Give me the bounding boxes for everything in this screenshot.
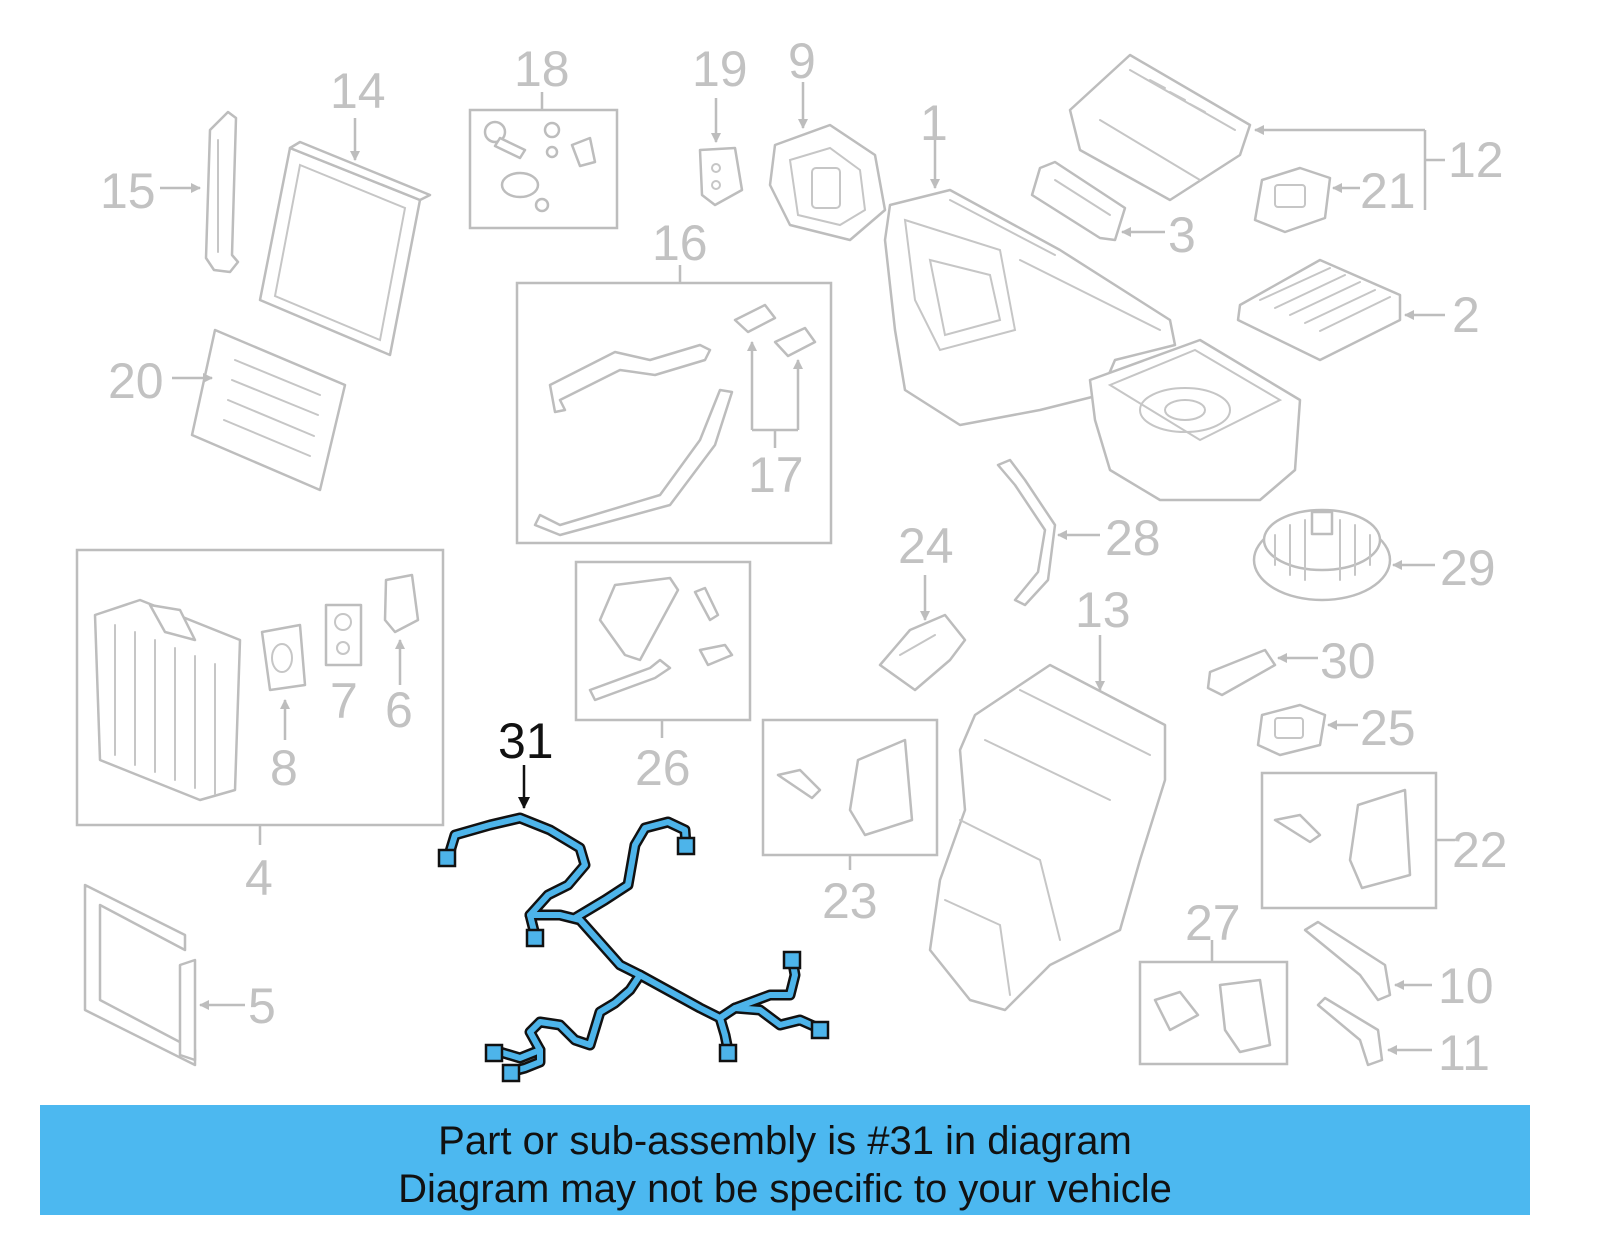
label-19: 19 [692,41,748,97]
label-8: 8 [270,740,298,796]
label-20: 20 [108,353,164,409]
harness-connector [437,848,457,868]
part-29-blower-motor[interactable] [1252,508,1392,602]
harness-right [732,955,798,1011]
label-13: 13 [1075,582,1131,638]
label-5: 5 [248,978,276,1034]
label-27: 27 [1185,895,1241,951]
part-13-lower-housing[interactable] [928,663,1167,1012]
part-28-pipe[interactable] [996,458,1057,607]
harness-trunk [445,815,588,938]
harness-connector [525,928,545,948]
banner-line-disclaimer: Diagram may not be specific to your vehi… [398,1167,1172,1211]
label-31: 31 [498,713,554,769]
label-6: 6 [385,682,413,738]
part-20-heater-element[interactable] [190,328,347,492]
part-25-motor[interactable] [1256,703,1327,757]
part-7-plate[interactable] [324,603,363,667]
label-30: 30 [1320,633,1376,689]
label-18: 18 [514,41,570,97]
harness-main [527,912,821,1031]
label-9: 9 [788,33,816,89]
harness-connector [810,1020,830,1040]
part-22-contents [1273,788,1412,890]
part-6-valve[interactable] [383,573,420,634]
label-28: 28 [1105,510,1161,566]
part-27-box[interactable] [1138,960,1289,1066]
label-15: 15 [100,163,156,219]
harness-connector [484,1043,504,1063]
part-11-sensor[interactable] [1316,996,1384,1067]
part-23-box[interactable] [761,718,939,857]
label-16: 16 [652,215,708,271]
part-23-contents [776,738,914,837]
label-14: 14 [330,63,386,119]
harness-connector [718,1043,738,1063]
label-11: 11 [1438,1025,1490,1081]
label-26: 26 [635,740,691,796]
part-19-sensor[interactable] [698,146,744,207]
label-21: 21 [1360,163,1416,219]
harness-connector [501,1063,521,1083]
part-1-blower-housing [1088,338,1302,502]
part-30-vent[interactable] [1206,648,1277,697]
part-9-seal-plate[interactable] [768,123,887,242]
label-23: 23 [822,873,878,929]
harness-connector [676,836,696,856]
part-21-motor[interactable] [1253,166,1332,234]
part-31-wiring-harness[interactable] [437,812,830,1083]
label-1: 1 [920,95,948,151]
harness-upper [572,819,689,921]
info-banner: Part or sub-assembly is #31 in diagram D… [40,1105,1530,1215]
part-10-sensor[interactable] [1303,920,1392,1002]
part-22-box[interactable] [1260,771,1438,910]
part-5-gasket[interactable] [83,883,197,1067]
part-26-brackets [588,576,734,702]
label-25: 25 [1360,700,1416,756]
harness-lower [497,972,643,1061]
part-2-cabin-filter[interactable] [1236,258,1402,362]
harness-connector [782,950,802,970]
label-12: 12 [1448,132,1504,188]
label-17: 17 [748,447,804,503]
part-27-contents [1153,978,1272,1054]
label-24: 24 [898,518,954,574]
part-17-caps[interactable] [733,303,817,358]
part-16-hoses [533,343,734,537]
label-2: 2 [1452,287,1480,343]
banner-line-part: Part or sub-assembly is #31 in diagram [438,1119,1132,1163]
label-10: 10 [1438,958,1494,1014]
part-15-bracket[interactable] [204,110,240,274]
label-7: 7 [330,673,358,729]
part-3-actuator[interactable] [1030,160,1127,242]
part-16-box[interactable] [515,281,833,545]
part-14-heater-core[interactable] [258,140,432,357]
label-29: 29 [1440,540,1496,596]
part-12-duct[interactable] [1068,53,1252,202]
label-4: 4 [245,850,273,906]
part-18-box[interactable] [468,108,619,230]
label-3: 3 [1168,207,1196,263]
part-24-actuator[interactable] [878,613,967,692]
part-8-seal[interactable] [260,623,307,692]
label-22: 22 [1452,822,1508,878]
harness-main-outline [524,909,824,1034]
part-18-hardware [483,120,597,213]
part-4-evaporator [93,598,242,802]
harness-lower-outline [494,969,646,1064]
